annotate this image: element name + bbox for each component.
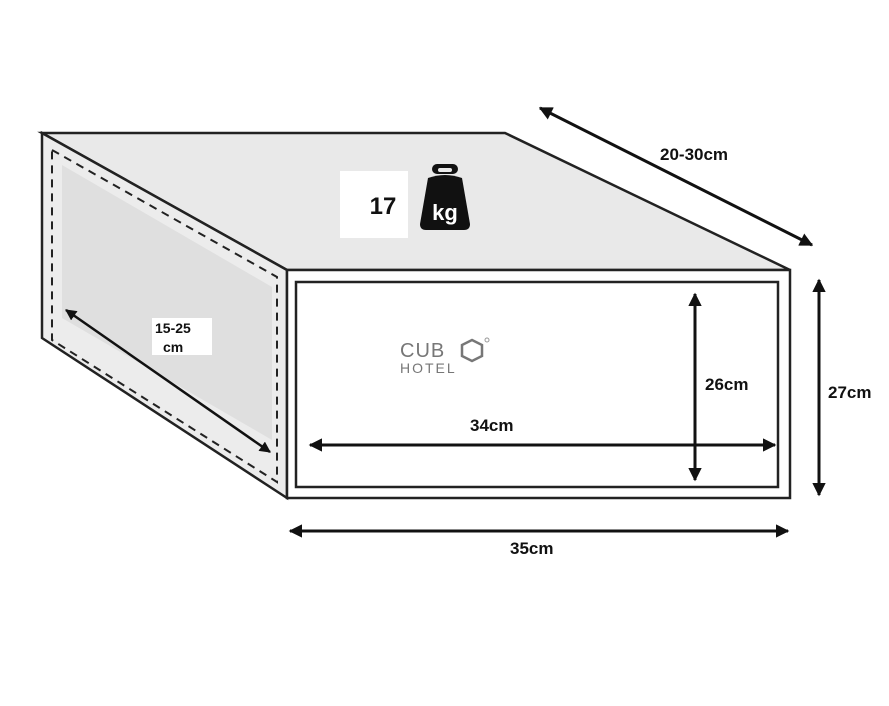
side-dashed-outline <box>51 148 278 484</box>
svg-text:HOTEL: HOTEL <box>400 360 457 376</box>
depth-outer-arrow <box>538 106 814 247</box>
depth-inner-label-line1: 15-25 <box>155 320 191 336</box>
depth-inner-label-bg <box>152 318 212 355</box>
height-outer-label: 27cm <box>828 383 871 402</box>
width-inner-label: 34cm <box>470 416 513 435</box>
weight-value: 17 <box>370 193 397 220</box>
depth-outer-label: 20-30cm <box>660 145 728 164</box>
svg-text:kg: kg <box>432 200 458 225</box>
depth-inner-arrow <box>65 308 271 454</box>
weight-kg-icon: kg <box>420 164 470 230</box>
height-inner-label: 26cm <box>705 375 748 394</box>
depth-inner-label-line2: cm <box>163 339 183 355</box>
weight-label-bg <box>340 171 408 238</box>
width-outer-label: 35cm <box>510 539 553 558</box>
svg-text:CUB: CUB <box>400 340 445 362</box>
cube-hotel-logo: CUB HOTEL <box>400 337 490 376</box>
